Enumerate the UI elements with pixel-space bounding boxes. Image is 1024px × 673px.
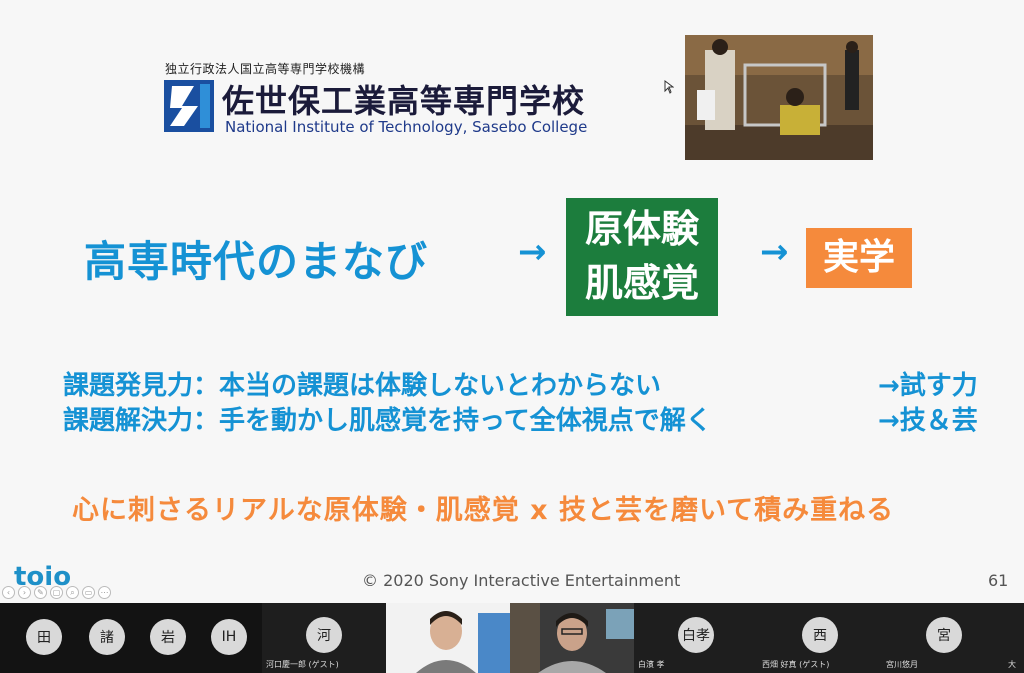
participant-avatar: 白孝 — [678, 617, 714, 653]
org-line: 独立行政法人国立高等専門学校機構 — [165, 62, 366, 76]
workshop-photo — [685, 35, 873, 160]
mouse-cursor-icon — [664, 80, 674, 94]
zoom-icon[interactable]: ⌕ — [66, 586, 79, 599]
discovery-text: 課題発見力：本当の課題は体験しないとわからない — [63, 371, 662, 401]
participant-tile[interactable]: 河 河口慶一郎 (ゲスト) — [262, 603, 386, 673]
screen-icon[interactable]: ▭ — [82, 586, 95, 599]
solution-row: 課題解決力：手を動かし肌感覚を持って全体視点で解く →技＆芸 — [63, 400, 978, 437]
school-name-en: National Institute of Technology, Sasebo… — [225, 118, 588, 136]
participant-group: 田 諸 岩 IH — [0, 603, 262, 673]
participant-name: 西畑 好真 (ゲスト) — [762, 660, 830, 669]
green-box-line-2: 肌感覚 — [584, 261, 699, 305]
participant-avatar[interactable]: 諸 — [89, 619, 125, 655]
school-name-jp: 佐世保工業高等専門学校 — [222, 82, 586, 120]
school-logo — [164, 80, 214, 132]
participant-tile[interactable]: 白孝 白濱 孝 — [634, 603, 758, 673]
pen-icon[interactable]: ✎ — [34, 586, 47, 599]
participant-name: 河口慶一郎 (ゲスト) — [266, 660, 339, 669]
page-number: 61 — [988, 571, 1009, 590]
presentation-slide: 独立行政法人国立高等専門学校機構 佐世保工業高等専門学校 National In… — [2, 35, 1009, 599]
solution-result: →技＆芸 — [878, 406, 978, 436]
participant-avatar[interactable]: 田 — [26, 619, 62, 655]
participant-avatar[interactable]: IH — [211, 619, 247, 655]
arrow-right-icon: → — [760, 232, 789, 272]
participant-avatar[interactable]: 岩 — [150, 619, 186, 655]
solution-text: 課題解決力：手を動かし肌感覚を持って全体視点で解く — [63, 406, 712, 436]
participant-tile[interactable]: 大 — [1006, 603, 1024, 673]
green-box-line-1: 原体験 — [584, 207, 699, 251]
participant-video[interactable] — [386, 603, 510, 673]
discovery-row: 課題発見力：本当の課題は体験しないとわからない →試す力 — [63, 365, 978, 402]
participant-name: 宮川悠月 — [886, 660, 918, 669]
prev-icon[interactable]: ‹ — [2, 586, 15, 599]
discovery-result: →試す力 — [878, 371, 978, 401]
arrow-right-icon: → — [518, 232, 547, 272]
participant-avatar: 西 — [802, 617, 838, 653]
more-icon[interactable]: ⋯ — [98, 586, 111, 599]
participant-avatar: 河 — [306, 617, 342, 653]
slide-toolbar: ‹ › ✎ ▢ ⌕ ▭ ⋯ — [2, 586, 111, 599]
slides-icon[interactable]: ▢ — [50, 586, 63, 599]
summary-line: 心に刺さるリアルな原体験・肌感覚 x 技と芸を磨いて積み重ねる — [72, 495, 895, 526]
green-box: 原体験 肌感覚 — [566, 198, 718, 316]
next-icon[interactable]: › — [18, 586, 31, 599]
participant-video[interactable] — [510, 603, 634, 673]
copyright: © 2020 Sony Interactive Entertainment — [362, 571, 681, 590]
participant-tile[interactable]: 西 西畑 好真 (ゲスト) — [758, 603, 882, 673]
participant-name: 大 — [1008, 660, 1016, 669]
participant-avatar: 宮 — [926, 617, 962, 653]
main-phrase: 高専時代のまなび — [84, 237, 429, 286]
participant-tile[interactable]: 宮 宮川悠月 — [882, 603, 1006, 673]
orange-box: 実学 — [806, 228, 912, 288]
participant-name: 白濱 孝 — [638, 660, 665, 669]
